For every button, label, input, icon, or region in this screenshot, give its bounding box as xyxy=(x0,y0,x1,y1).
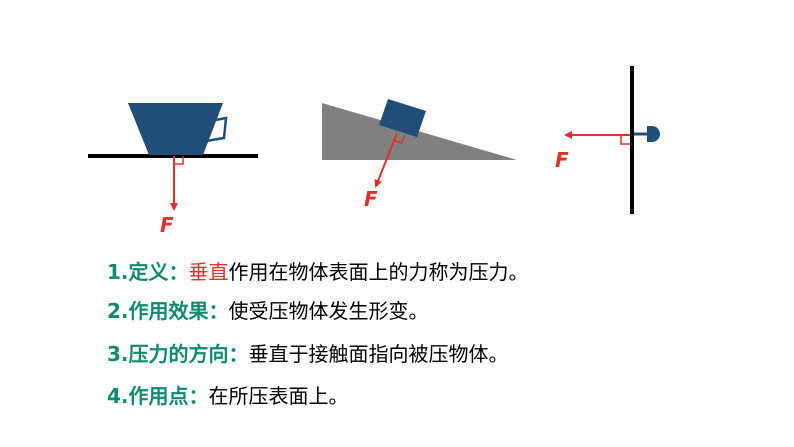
cup-body xyxy=(128,103,223,155)
direction-text: 垂直于接触面指向被压物体。 xyxy=(248,342,509,366)
force-label-f: F xyxy=(555,148,569,172)
point-of-action-line: 4.作用点：在所压表面上。 xyxy=(107,382,349,410)
definition-term: 1.定义： xyxy=(107,260,189,284)
force-label-f: F xyxy=(364,187,378,211)
effect-line: 2.作用效果：使受压物体发生形变。 xyxy=(107,297,429,325)
wall-figure: F xyxy=(555,66,660,214)
effect-term: 2.作用效果： xyxy=(107,299,229,323)
pressure-figures: F F F xyxy=(88,66,660,237)
direction-term: 3.压力的方向： xyxy=(107,342,249,366)
incline-wedge xyxy=(322,103,517,160)
right-angle-mark xyxy=(393,135,406,144)
cup-on-table-figure: F xyxy=(88,103,258,237)
block xyxy=(379,99,426,137)
knob-head xyxy=(647,126,660,142)
right-angle-mark xyxy=(620,135,630,145)
force-label-f: F xyxy=(160,213,174,237)
definition-highlight: 垂直 xyxy=(188,260,229,284)
block-on-incline-figure: F xyxy=(322,99,517,211)
force-arrow-normal xyxy=(374,132,398,188)
point-of-action-text: 在所压表面上。 xyxy=(208,384,349,408)
effect-text: 使受压物体发生形变。 xyxy=(228,299,429,323)
point-of-action-term: 4.作用点： xyxy=(107,384,209,408)
definition-line: 1.定义：垂直作用在物体表面上的力称为压力。 xyxy=(107,258,529,286)
direction-line: 3.压力的方向：垂直于接触面指向被压物体。 xyxy=(107,340,509,368)
definition-text: 作用在物体表面上的力称为压力。 xyxy=(228,260,529,284)
right-angle-mark xyxy=(174,156,184,165)
